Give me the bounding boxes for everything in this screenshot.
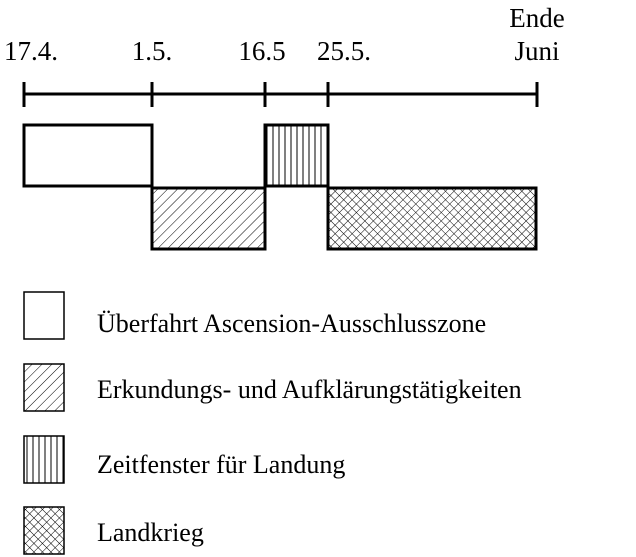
tick-label-3: 25.5. [317,36,371,66]
legend-label-land-war: Landkrieg [97,518,204,547]
phase-bar-transit [22,123,154,188]
tick-label-1: 1.5. [132,36,173,66]
legend-swatch-blank [23,291,65,340]
legend-label-recon: Erkundungs- und Aufklärungstätigkeiten [97,375,522,404]
timeline-ticks [22,82,539,107]
legend: Überfahrt Ascension-Ausschlusszone Erkun… [23,291,522,555]
timeline-tick-labels: 17.4. 1.5. 16.5 25.5. Ende Juni [4,3,565,66]
tick-label-4-line2: Juni [514,36,559,66]
tick-label-4-line1: Ende [509,3,564,33]
legend-label-landing-window: Zeitfenster für Landung [97,450,345,479]
tick-label-2: 16.5 [238,36,285,66]
legend-label-transit: Überfahrt Ascension-Ausschlusszone [97,309,486,338]
phase-bar-landing-window [263,123,330,188]
legend-swatch-diagonal-hatch [23,363,65,412]
phase-bars [22,123,538,251]
legend-swatch-crosshatch [23,506,65,555]
legend-swatch-vertical-hatch [23,435,65,484]
phase-bar-recon [150,186,267,251]
phase-bar-land-war [326,186,538,251]
tick-label-0: 17.4. [4,36,58,66]
